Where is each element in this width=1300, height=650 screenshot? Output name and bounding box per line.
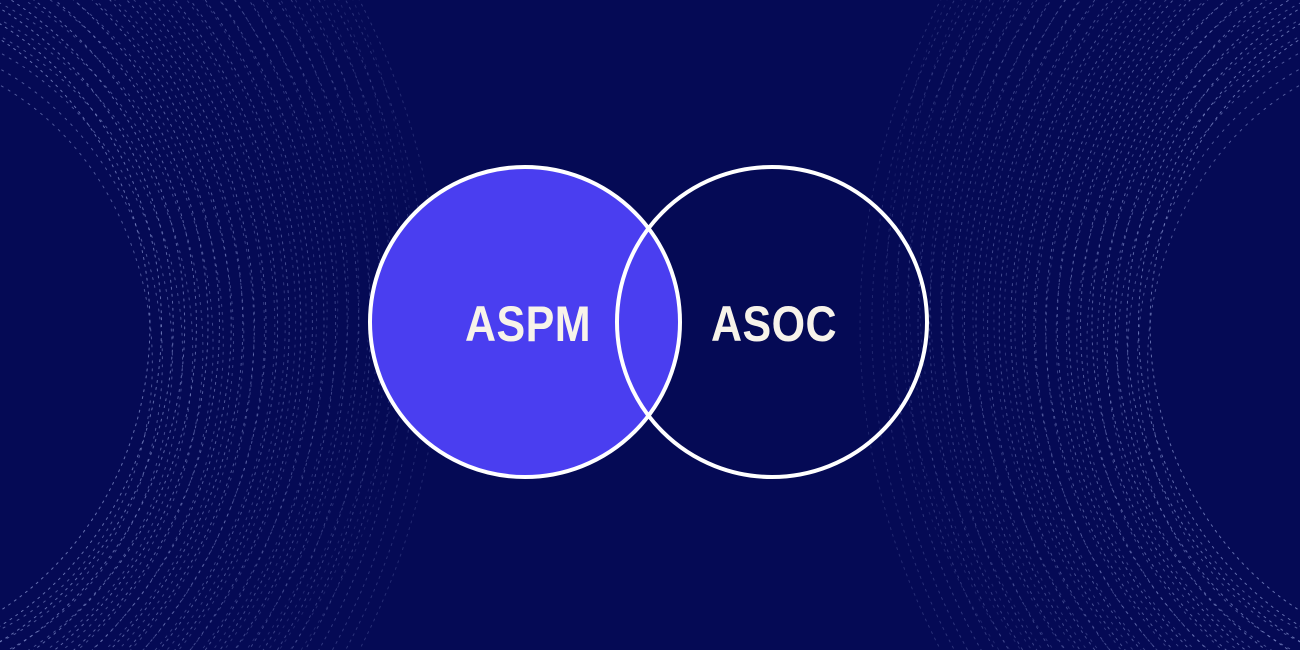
venn-circle-aspm[interactable] [368, 165, 682, 479]
venn-label-asoc: ASOC [701, 299, 847, 349]
venn-label-asoc-text: ASOC [711, 296, 837, 352]
venn-label-aspm: ASPM [455, 299, 601, 349]
venn-label-aspm-text: ASPM [465, 296, 591, 352]
venn-circle-asoc[interactable] [615, 165, 929, 479]
